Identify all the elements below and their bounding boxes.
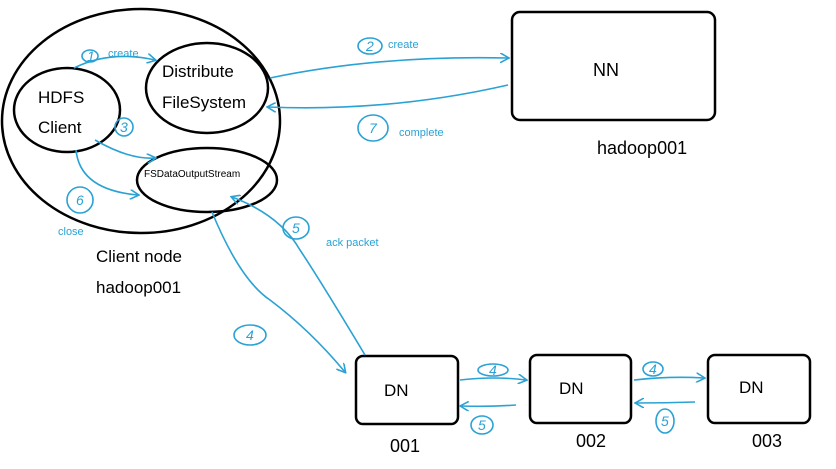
step7-badge bbox=[357, 114, 389, 142]
arrow-dn3-to-dn2 bbox=[636, 402, 696, 403]
datanode-003-box bbox=[706, 353, 812, 425]
dfs-label-1: Distribute bbox=[162, 62, 234, 81]
step3-badge bbox=[114, 117, 134, 137]
datanode-001-id: 001 bbox=[390, 436, 420, 456]
datanode-002-label: DN bbox=[559, 379, 584, 398]
arrow-step1-create bbox=[73, 56, 155, 69]
client-node-host-label: hadoop001 bbox=[96, 278, 181, 297]
step3-number: 3 bbox=[120, 119, 128, 135]
step6-text: close bbox=[58, 226, 84, 238]
step2-text: create bbox=[388, 39, 419, 51]
step4b-badge bbox=[477, 363, 509, 377]
step5-text: ack packet bbox=[326, 237, 379, 249]
step1-text: create bbox=[108, 48, 139, 60]
datanode-003-label: DN bbox=[739, 378, 764, 397]
step1-number: 1 bbox=[87, 48, 95, 64]
hdfs-client-node bbox=[12, 66, 122, 154]
arrow-step7-complete bbox=[268, 84, 509, 108]
arrow-dn2-to-dn1 bbox=[461, 405, 517, 406]
step5b-badge bbox=[470, 415, 494, 435]
datanode-002-id: 002 bbox=[576, 431, 606, 451]
step2-number: 2 bbox=[365, 38, 374, 54]
step4-number: 4 bbox=[246, 327, 254, 343]
step1-badge bbox=[81, 49, 99, 63]
step6-badge bbox=[66, 186, 94, 214]
arrow-dn2-to-dn3 bbox=[633, 377, 704, 380]
step7-number: 7 bbox=[369, 120, 378, 136]
step5-number: 5 bbox=[292, 220, 300, 236]
arrow-step4-write-packet bbox=[211, 211, 345, 372]
namenode-host-label: hadoop001 bbox=[597, 138, 687, 158]
arrow-step3-create-stream bbox=[94, 139, 155, 158]
namenode-box bbox=[510, 10, 717, 122]
fsdos-label: FSDataOutputStream bbox=[144, 169, 240, 180]
client-node-boundary bbox=[0, 7, 282, 235]
step6-number: 6 bbox=[76, 192, 84, 208]
dfs-label-2: FileSystem bbox=[162, 93, 246, 112]
datanode-001-label: DN bbox=[384, 381, 409, 400]
arrow-step6-close bbox=[75, 149, 138, 195]
hdfs-client-label-2: Client bbox=[38, 118, 82, 137]
step5c-badge bbox=[655, 408, 675, 434]
step4c-badge bbox=[642, 361, 664, 377]
step5-badge bbox=[282, 216, 310, 240]
datanode-001-box bbox=[354, 354, 460, 426]
datanode-003-id: 003 bbox=[752, 431, 782, 451]
arrow-step5-ack-packet bbox=[232, 197, 366, 356]
fsdataoutputstream-node bbox=[135, 146, 279, 214]
step5b-number: 5 bbox=[478, 417, 486, 433]
step4b-number: 4 bbox=[489, 362, 497, 378]
namenode-label: NN bbox=[593, 60, 619, 80]
arrow-step2-create bbox=[269, 58, 508, 79]
arrow-dn1-to-dn2 bbox=[459, 378, 526, 380]
step4c-number: 4 bbox=[649, 361, 657, 377]
distributed-filesystem-node bbox=[144, 41, 270, 135]
hdfs-client-label-1: HDFS bbox=[38, 88, 84, 107]
client-node-label: Client node bbox=[96, 247, 182, 266]
step7-text: complete bbox=[399, 127, 444, 139]
step5c-number: 5 bbox=[661, 413, 669, 429]
step2-badge bbox=[357, 37, 383, 55]
datanode-002-box bbox=[528, 353, 633, 425]
step4-badge bbox=[233, 324, 267, 346]
